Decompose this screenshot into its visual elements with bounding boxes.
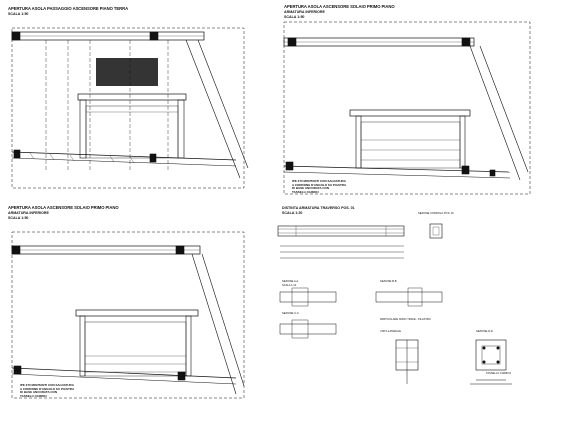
panel-3-title: APERTURA ASOLA ASCENSORE SOLAIO PRIMO PI… — [8, 205, 119, 210]
tassello-label: TASSELLO CHIMICO — [486, 372, 512, 375]
particolare-label: PARTICOLARE NODO TRAVE - PILASTRO — [380, 318, 431, 321]
panel-2-drawing — [283, 21, 531, 195]
section-a-label: SEZIONE A-A — [282, 280, 299, 283]
panel-2-subtitle: ARMATURA INFERIORE — [284, 10, 325, 14]
vista-label: VISTA LATERALE — [380, 330, 401, 333]
panel-4-scale: SCALA 1:20 — [282, 211, 303, 215]
panel-2-note: IPE 270 MONTANTI CON SALDATURA A CORDONE… — [292, 179, 347, 194]
section-d-label: SEZIONE D-D — [476, 330, 493, 333]
cordolo-label: SEZIONE CORDOLO POS. 01 — [418, 212, 454, 215]
panel-4-title: DISTINTA ARMATURA TRAVERSO POS. 01 — [282, 206, 355, 210]
panel-3-note: IPE 270 MONTANTI CON SALDATURA A CORDONE… — [20, 383, 75, 398]
panel-1-scale: SCALA 1:50 — [8, 12, 29, 16]
panel-1-drawing — [11, 27, 249, 189]
panel-2-scale: SCALA 1:50 — [284, 15, 305, 19]
panel-3-subtitle: ARMATURA INFERIORE — [8, 211, 49, 215]
section-c-label: SEZIONE C-C — [282, 312, 299, 315]
panel-1-title: APERTURA ASOLA PASSAGGIO ASCENSORE PIANO… — [8, 6, 129, 11]
section-a-scale: SCALA 1:10 — [282, 284, 297, 287]
panel-3-drawing — [11, 231, 245, 399]
panel-4-drawing — [277, 223, 512, 385]
panel-2-title: APERTURA ASOLA ASCENSORE SOLAIO PRIMO PI… — [284, 4, 395, 9]
section-b-label: SEZIONE B-B — [380, 280, 397, 283]
panel-3-scale: SCALA 1:50 — [8, 216, 29, 220]
